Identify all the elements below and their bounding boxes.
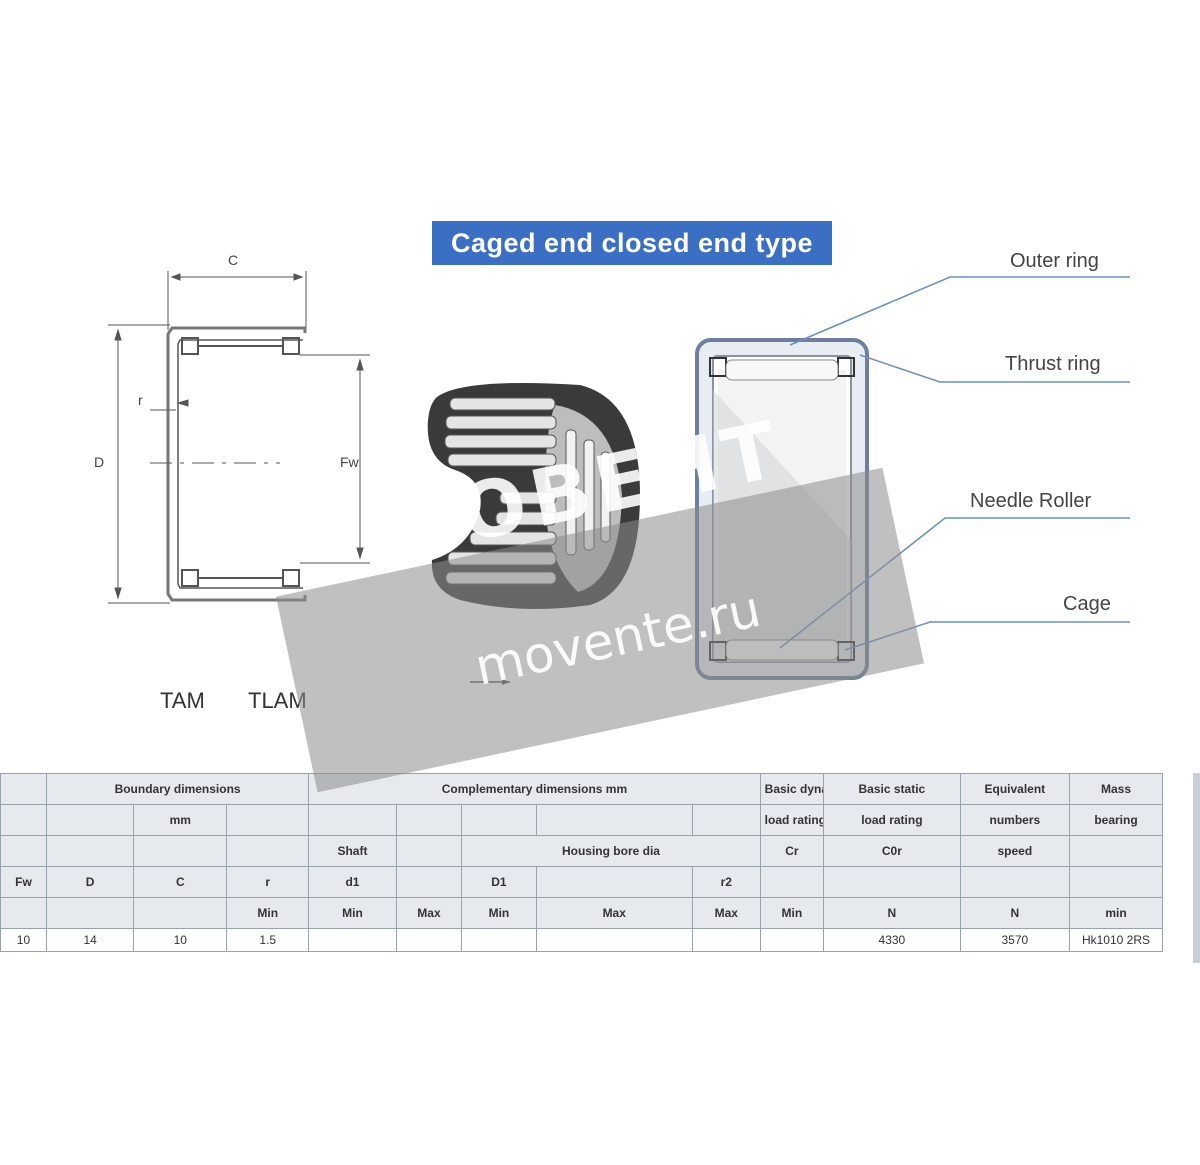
- diagram-title: Caged end closed end type: [432, 221, 832, 265]
- table-cell: [45, 835, 135, 867]
- table-cell: Equivalent: [959, 773, 1070, 805]
- model-label-tam: TAM: [160, 688, 205, 713]
- table-cell: [461, 804, 537, 836]
- table-cell: bearing: [1068, 804, 1164, 836]
- table-cell: Basic dynamic: [759, 773, 825, 805]
- label-cage: Cage: [1063, 593, 1111, 615]
- table-cell: [0, 897, 47, 929]
- table-cell: C: [133, 866, 228, 898]
- table-header-row-4: Fw D C r d1 D1 r2: [0, 866, 1164, 898]
- table-cell: numbers: [959, 804, 1070, 836]
- table-cell: [535, 804, 693, 836]
- dimension-label-c: C: [228, 252, 239, 268]
- table-cell: C0r: [823, 835, 961, 867]
- table-cell: N: [823, 897, 961, 929]
- table-cell: Mass: [1068, 773, 1164, 805]
- label-needle-roller: Needle Roller: [970, 490, 1092, 512]
- table-cell: Fw: [0, 866, 47, 898]
- table-cell: mm: [133, 804, 228, 836]
- table-header-row-3: Shaft Housing bore dia Cr C0r speed: [0, 835, 1164, 867]
- table-cell: 10: [0, 928, 47, 952]
- table-cell: Min: [461, 897, 537, 929]
- table-cell: load rating: [759, 804, 825, 836]
- table-cell: D1: [461, 866, 537, 898]
- table-cell: N: [959, 897, 1070, 929]
- table-cell: [691, 928, 761, 952]
- cross-section-drawing: [108, 271, 370, 604]
- table-cell: [0, 835, 47, 867]
- specification-table: Boundary dimensions Complementary dimens…: [0, 773, 1164, 952]
- table-cell: Min: [759, 897, 825, 929]
- table-cell: [226, 804, 310, 836]
- table-cell: [45, 897, 135, 929]
- table-cell: load rating: [823, 804, 961, 836]
- table-cell: Shaft: [308, 835, 397, 867]
- table-cell: [395, 866, 463, 898]
- table-cell: D: [45, 866, 135, 898]
- table-cell: Complementary dimensions mm: [308, 773, 761, 805]
- table-cell: [0, 773, 47, 805]
- table-cell: Min: [308, 897, 397, 929]
- table-cell: 14: [45, 928, 135, 952]
- table-cell: 1.5: [226, 928, 310, 952]
- label-thrust-ring: Thrust ring: [1005, 353, 1101, 375]
- table-cell: Max: [691, 897, 761, 929]
- table-cell: [395, 804, 463, 836]
- table-cell: [759, 928, 825, 952]
- dimension-label-r: r: [138, 392, 143, 408]
- table-cell: [133, 897, 228, 929]
- table-cell: [0, 804, 47, 836]
- table-cell: [691, 804, 761, 836]
- table-cell: [308, 804, 397, 836]
- table-cell: r: [226, 866, 310, 898]
- table-cell: [535, 866, 693, 898]
- table-cell: [308, 928, 397, 952]
- table-cell: 3570: [959, 928, 1070, 952]
- table-cell: Min: [226, 897, 310, 929]
- table-cell: r2: [691, 866, 761, 898]
- table-row: 10 14 10 1.5 4330 3570 Hk1010 2RS: [0, 928, 1164, 952]
- table-cell: min: [1068, 897, 1164, 929]
- table-cell: Max: [535, 897, 693, 929]
- table-cell: [133, 835, 228, 867]
- table-cell: Basic static: [823, 773, 961, 805]
- table-cell: [1068, 866, 1164, 898]
- table-cell: [535, 928, 693, 952]
- table-cell: [959, 866, 1070, 898]
- table-cell: Max: [395, 897, 463, 929]
- table-cell: [45, 804, 135, 836]
- table-cell: [226, 835, 310, 867]
- table-cell: Housing bore dia: [461, 835, 761, 867]
- table-cell: [395, 835, 463, 867]
- table-cell: Boundary dimensions: [45, 773, 310, 805]
- label-outer-ring: Outer ring: [1010, 250, 1099, 272]
- table-cell: Cr: [759, 835, 825, 867]
- table-header-row-5: Min Min Max Min Max Max Min N N min: [0, 897, 1164, 929]
- dimension-label-fw: Fw: [340, 454, 359, 470]
- table-cell: 4330: [823, 928, 961, 952]
- table-header-row-1: Boundary dimensions Complementary dimens…: [0, 773, 1164, 805]
- table-cell: d1: [308, 866, 397, 898]
- table-cell: [759, 866, 825, 898]
- table-cell: [461, 928, 537, 952]
- table-header-row-2: mm load rating load rating numbers beari…: [0, 804, 1164, 836]
- dimension-label-d: D: [94, 454, 105, 470]
- table-cell: [823, 866, 961, 898]
- table-cell: 10: [133, 928, 228, 952]
- table-cell: [395, 928, 463, 952]
- table-cell: speed: [959, 835, 1070, 867]
- table-cell: [1068, 835, 1164, 867]
- table-cell: Hk1010 2RS: [1068, 928, 1164, 952]
- table-edge-strip: [1193, 773, 1200, 963]
